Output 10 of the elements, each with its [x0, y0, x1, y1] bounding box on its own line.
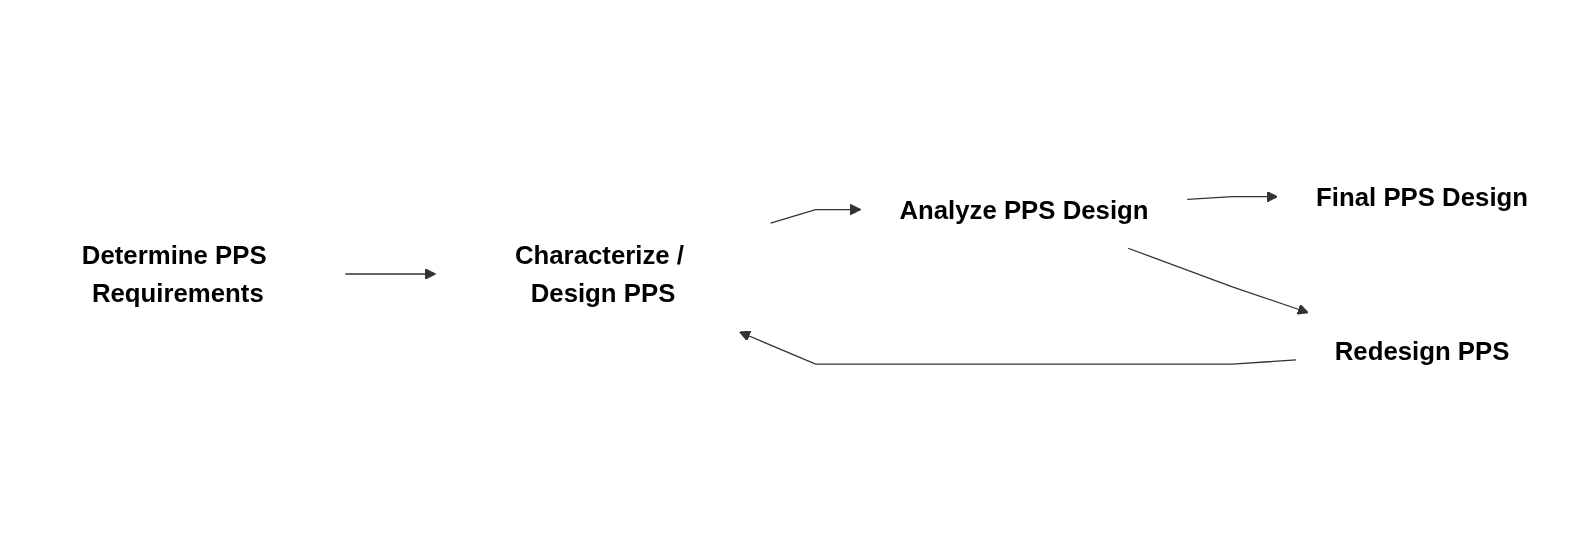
node-text: Analyze PPS Design	[899, 195, 1149, 224]
arrow	[769, 203, 862, 224]
node-text: Determine PPS Requirements	[81, 240, 267, 308]
arrow	[344, 268, 437, 280]
arrow	[1127, 247, 1309, 315]
node-text: Characterize / Design PPS	[514, 240, 684, 308]
node-text: Final PPS Design	[1316, 182, 1529, 211]
node-text: Redesign PPS	[1334, 337, 1510, 366]
arrow	[1186, 191, 1278, 203]
arrow	[739, 330, 1297, 365]
